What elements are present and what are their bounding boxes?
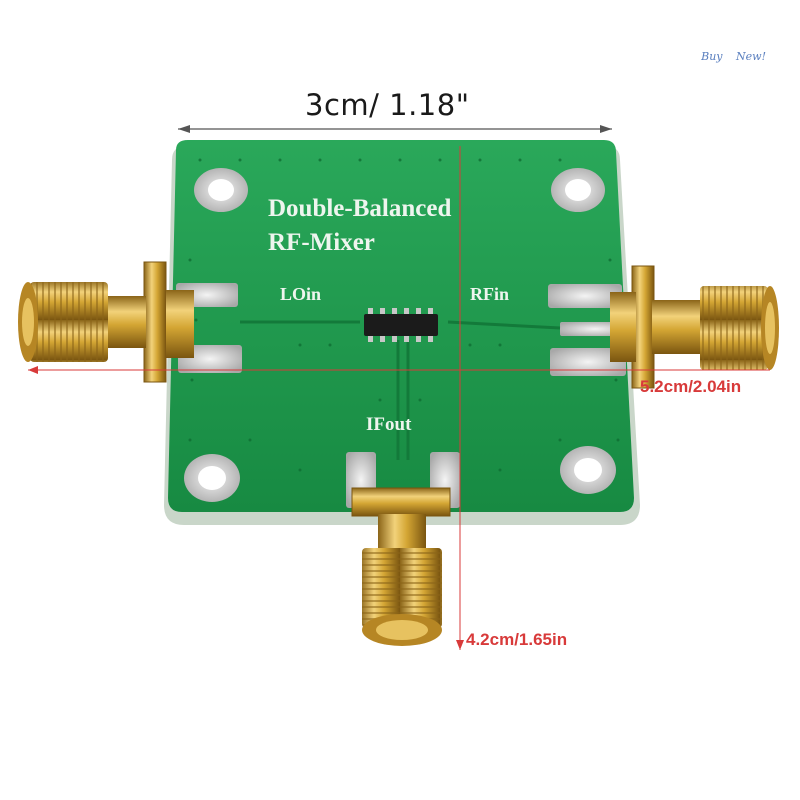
sma-connector-left (18, 261, 194, 383)
port-label-if: IFout (366, 414, 412, 435)
mounting-hole-top-right (551, 168, 605, 212)
length-dimension-label: 5.2cm/2.04in (640, 377, 742, 396)
mounting-hole-top-left (194, 168, 248, 212)
watermark-text: Buy New! (701, 50, 766, 63)
sma-connector-right (610, 265, 779, 389)
width-dimension-label: 3cm/ 1.18" (305, 88, 470, 122)
board-title-line2: RF-Mixer (268, 229, 375, 256)
width-dimension-line (178, 125, 612, 133)
pcb-traces (240, 320, 561, 460)
mixer-chip (364, 308, 438, 342)
mounting-hole-bottom-right (560, 446, 616, 494)
height-dimension-label: 4.2cm/1.65in (466, 630, 568, 649)
port-label-lo: LOin (280, 284, 321, 304)
height-dimension-line (456, 146, 464, 650)
board-title-line1: Double-Balanced (268, 195, 451, 222)
sma-connector-bottom (351, 487, 451, 646)
length-dimension-line (28, 366, 770, 374)
mounting-hole-bottom-left (184, 454, 240, 502)
port-label-rf: RFin (470, 284, 509, 304)
